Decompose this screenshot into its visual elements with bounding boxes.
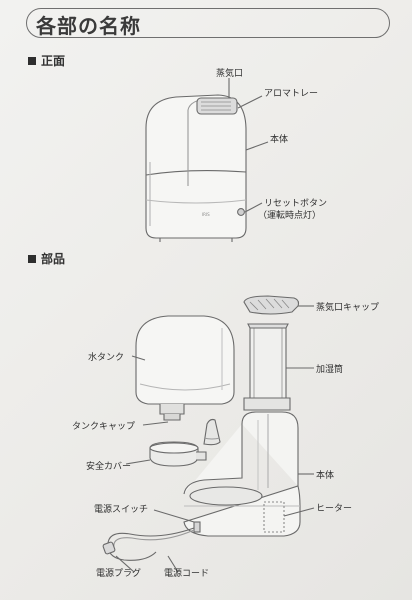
square-bullet-icon [28, 254, 36, 263]
label-parts-body: 本体 [316, 471, 335, 481]
power-cord-illustration [102, 527, 195, 561]
label-aroma-tray: アロマトレー [264, 89, 319, 99]
main-body-illustration [183, 411, 301, 537]
safety-cover-illustration [149, 441, 207, 467]
label-front-body: 本体 [270, 135, 289, 145]
steam-cap-illustration [243, 295, 300, 315]
label-power-switch: 電源スイッチ [94, 505, 149, 515]
label-reset-note: （運転時点灯） [258, 211, 322, 221]
label-power-plug: 電源プラグ [96, 569, 142, 579]
label-reset-button: リセットボタン [264, 199, 328, 209]
section-parts-label: 部品 [41, 252, 66, 266]
label-power-cord: 電源コード [164, 569, 210, 579]
square-bullet-icon [28, 56, 36, 65]
label-safety-cover: 安全カバー [86, 462, 132, 472]
tank-cap-illustration [203, 418, 221, 446]
front-humidifier-illustration: IRIS [145, 94, 247, 242]
section-parts: 部品 [28, 250, 65, 267]
page-title: 各部の名称 [36, 14, 141, 38]
label-humidifier-tube: 加湿筒 [316, 365, 344, 375]
label-steam-cap: 蒸気口キャップ [316, 303, 380, 313]
humidifier-tube-illustration [243, 323, 291, 411]
svg-text:IRIS: IRIS [202, 212, 210, 217]
label-tank-cap: タンクキャップ [72, 422, 136, 432]
label-water-tank: 水タンク [88, 353, 125, 363]
label-steam-outlet: 蒸気口 [216, 69, 244, 79]
water-tank-illustration [135, 315, 235, 421]
title-bar: 各部の名称 [26, 8, 390, 38]
label-heater: ヒーター [316, 504, 353, 514]
section-front-label: 正面 [41, 54, 66, 68]
section-front: 正面 [28, 52, 65, 69]
